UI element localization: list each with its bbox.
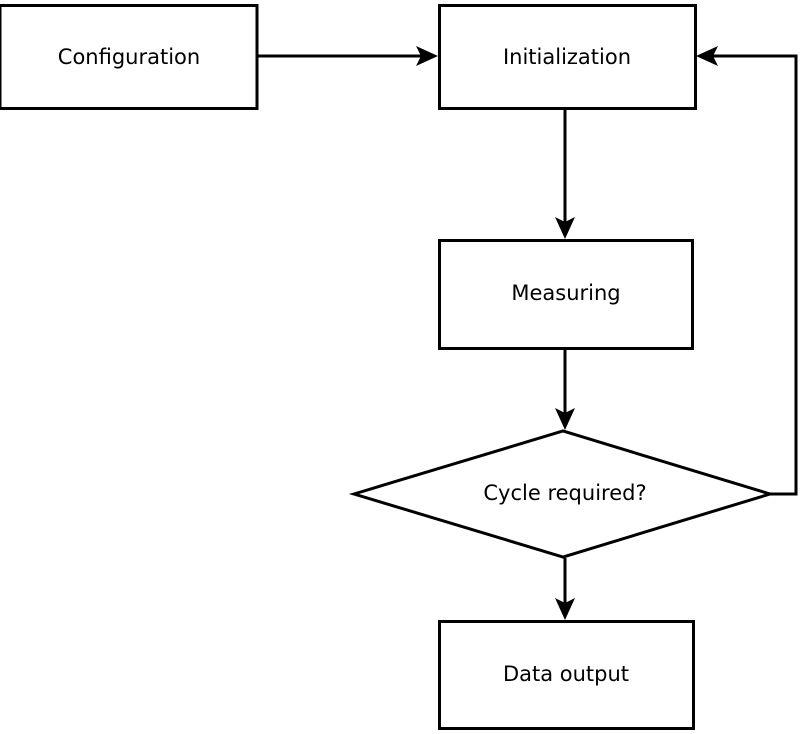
node-cycle-required[interactable]: Cycle required?: [348, 429, 776, 559]
node-initialization[interactable]: Initialization: [438, 4, 697, 110]
node-initialization-label: Initialization: [503, 45, 631, 69]
node-cycle-required-shape: [348, 429, 776, 559]
edge-cycle-required-to-initialization: [696, 46, 798, 496]
node-cycle-required-label: Cycle required?: [483, 481, 646, 505]
node-configuration-shape: [0, 4, 259, 110]
node-measuring-label: Measuring: [511, 281, 620, 305]
arrowhead-into-data-output-top: [555, 598, 575, 620]
node-data-output-shape: [438, 620, 695, 730]
arrowhead-into-measuring-top: [555, 217, 575, 239]
node-data-output-label: Data output: [503, 662, 629, 686]
node-data-output[interactable]: Data output: [438, 620, 695, 730]
node-configuration-label: Configuration: [58, 45, 200, 69]
arrowhead-into-cycle-required-top: [555, 408, 575, 430]
edge-cycle-required-to-data-output: [555, 558, 575, 620]
node-initialization-shape: [438, 4, 697, 110]
edge-configuration-to-initialization: [258, 46, 438, 66]
node-measuring[interactable]: Measuring: [438, 239, 694, 350]
edge-initialization-to-measuring: [555, 110, 575, 239]
arrowhead-into-initialization-left: [416, 46, 438, 66]
arrowhead-into-initialization-right: [696, 46, 718, 66]
node-configuration[interactable]: Configuration: [0, 4, 259, 110]
node-measuring-shape: [438, 239, 694, 350]
edge-measuring-to-cycle-required: [555, 350, 575, 430]
edge-line-cycle-required-to-initialization: [709, 54, 798, 496]
